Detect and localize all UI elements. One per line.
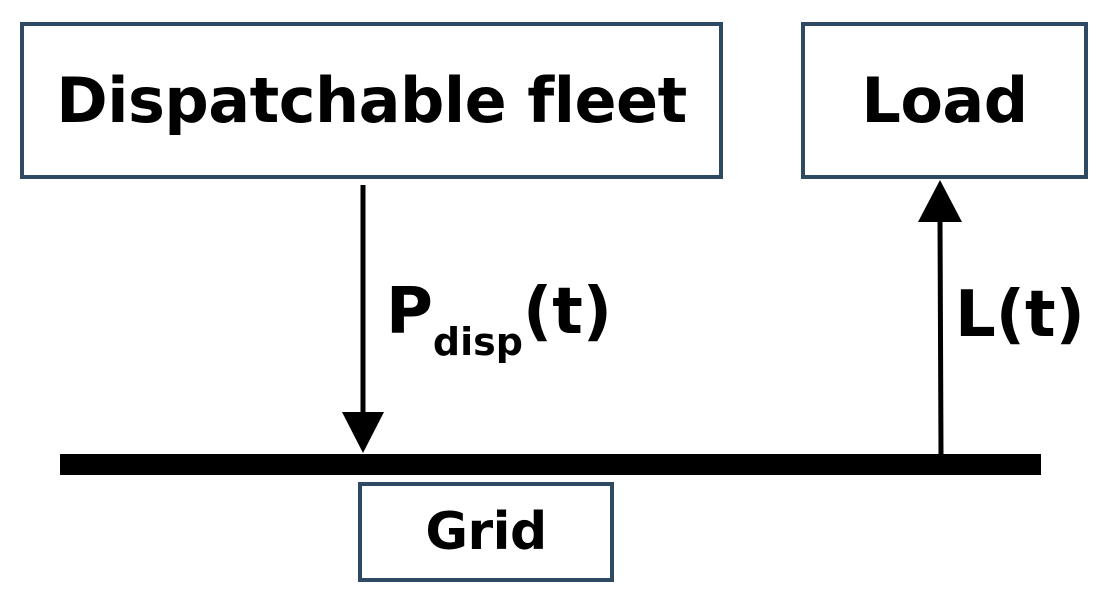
load-arrowhead bbox=[918, 180, 962, 222]
dispatch-flow-argument: (t) bbox=[522, 275, 613, 349]
dispatch-flow-symbol: P bbox=[386, 275, 433, 349]
dispatch-flow-label: Pdisp(t) bbox=[386, 280, 612, 364]
dispatchable-fleet-label: Dispatchable fleet bbox=[56, 64, 687, 137]
dispatchable-fleet-box: Dispatchable fleet bbox=[20, 22, 723, 179]
dispatch-arrowhead bbox=[342, 412, 384, 453]
grid-label: Grid bbox=[425, 502, 547, 562]
load-box: Load bbox=[801, 22, 1088, 179]
load-label: Load bbox=[861, 64, 1028, 137]
grid-box: Grid bbox=[358, 482, 614, 582]
dispatch-flow-subscript: disp bbox=[432, 320, 523, 364]
load-flow-label: L(t) bbox=[955, 278, 1085, 352]
grid-bus-bar bbox=[60, 454, 1041, 475]
load-arrow-shaft bbox=[937, 217, 944, 456]
